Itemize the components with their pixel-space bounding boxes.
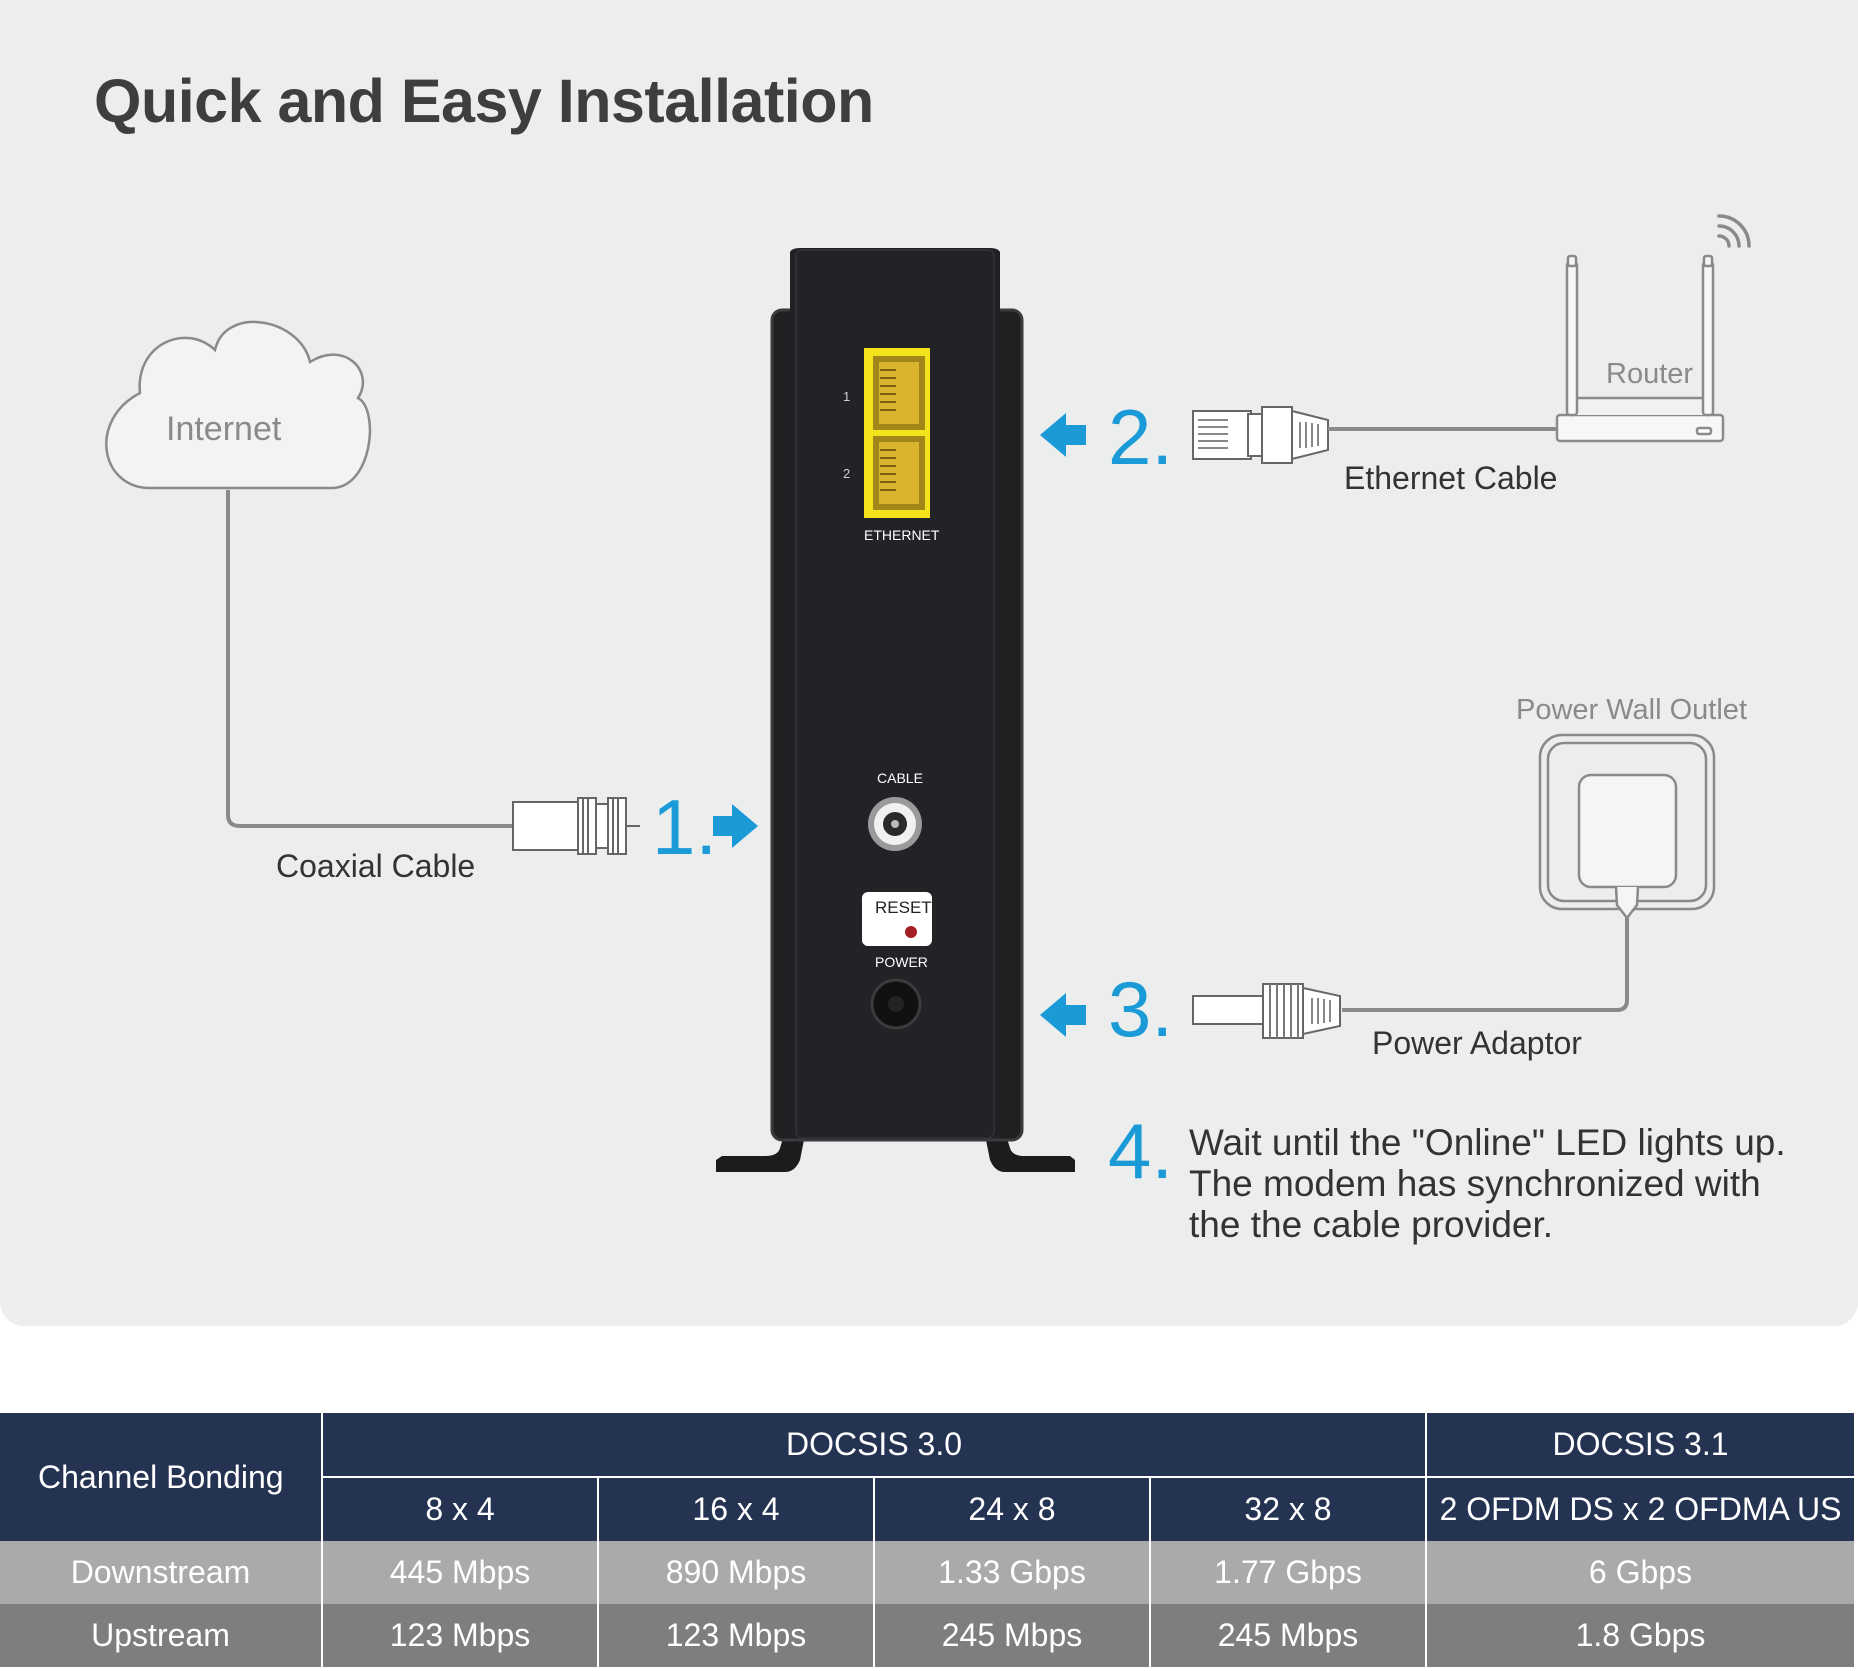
step-3-number: 3. [1108, 965, 1174, 1053]
reset-label: RESET [875, 898, 932, 917]
step2-arrow-icon [1040, 413, 1086, 457]
ethernet-port-1-icon [873, 356, 925, 430]
table-cell: 245 Mbps [874, 1604, 1151, 1667]
table-cell: 245 Mbps [1150, 1604, 1427, 1667]
table-cell: 1.33 Gbps [874, 1541, 1151, 1604]
port-1-label: 1 [843, 389, 851, 404]
power-adaptor-label: Power Adaptor [1372, 1025, 1582, 1061]
table-row-downstream: Downstream 445 Mbps 890 Mbps 1.33 Gbps 1… [0, 1541, 1854, 1604]
port-2-label: 2 [843, 466, 851, 481]
router-label: Router [1606, 358, 1694, 390]
row-label: Upstream [0, 1604, 323, 1667]
step-2-number: 2. [1108, 393, 1174, 481]
channel-bonding-table: Channel Bonding DOCSIS 3.0 DOCSIS 3.1 8 … [0, 1413, 1854, 1667]
installation-diagram [105, 214, 1751, 1172]
modem-foot-left [716, 1100, 812, 1172]
table-cell: 123 Mbps [598, 1604, 875, 1667]
column-header: 32 x 8 [1150, 1477, 1427, 1541]
table-header-row: Channel Bonding DOCSIS 3.0 DOCSIS 3.1 [0, 1413, 1854, 1541]
page-title: Quick and Easy Installation [94, 67, 874, 135]
step3-arrow-icon [1040, 993, 1086, 1037]
internet-cloud-icon [105, 320, 372, 490]
coax-cable-line [226, 490, 512, 828]
column-header: 8 x 4 [322, 1477, 599, 1541]
wifi-signal-icon [1717, 214, 1751, 248]
coaxial-cable-label: Coaxial Cable [276, 848, 476, 884]
ethernet-cable-label: Ethernet Cable [1344, 460, 1558, 496]
column-header: 16 x 4 [598, 1477, 875, 1541]
reset-led-icon [905, 926, 917, 938]
table-cell: 123 Mbps [322, 1604, 599, 1667]
step1-arrow-icon [713, 804, 758, 848]
ethernet-connector-icon [1192, 406, 1329, 464]
power-wall-outlet-icon [1538, 733, 1716, 921]
router-icon [1555, 254, 1725, 443]
step-4-number: 4. [1108, 1107, 1174, 1195]
power-port-icon [870, 978, 922, 1030]
ethernet-port-label: ETHERNET [864, 527, 940, 543]
table-row-upstream: Upstream 123 Mbps 123 Mbps 245 Mbps 245 … [0, 1604, 1854, 1667]
step-1-number: 1. [652, 783, 718, 871]
table-cell: 445 Mbps [322, 1541, 599, 1604]
column-header: 24 x 8 [874, 1477, 1151, 1541]
table-subheader-row: 8 x 4 16 x 4 24 x 8 32 x 8 2 OFDM DS x 2… [0, 1477, 1854, 1541]
power-wall-outlet-label: Power Wall Outlet [1516, 694, 1747, 726]
ethernet-port-2-icon [873, 436, 925, 510]
modem-foot-right [978, 1100, 1075, 1172]
channel-bonding-header: Channel Bonding [0, 1413, 323, 1541]
docsis-30-header: DOCSIS 3.0 [322, 1413, 1427, 1478]
table-cell: 1.77 Gbps [1150, 1541, 1427, 1604]
cable-port-icon [868, 797, 922, 851]
table-cell: 890 Mbps [598, 1541, 875, 1604]
row-label: Downstream [0, 1541, 323, 1604]
power-cable-line [1342, 918, 1629, 1012]
coax-connector-icon [512, 797, 640, 855]
cable-port-label: CABLE [877, 770, 923, 786]
power-port-label: POWER [875, 954, 928, 970]
table-cell: 1.8 Gbps [1426, 1604, 1854, 1667]
column-header: 2 OFDM DS x 2 OFDMA US [1426, 1477, 1854, 1541]
power-connector-icon [1192, 983, 1341, 1039]
step-4-instructions: Wait until the "Online" LED lights up. T… [1189, 1122, 1786, 1245]
internet-label: Internet [166, 410, 282, 448]
docsis-31-header: DOCSIS 3.1 [1426, 1413, 1854, 1478]
table-cell: 6 Gbps [1426, 1541, 1854, 1604]
